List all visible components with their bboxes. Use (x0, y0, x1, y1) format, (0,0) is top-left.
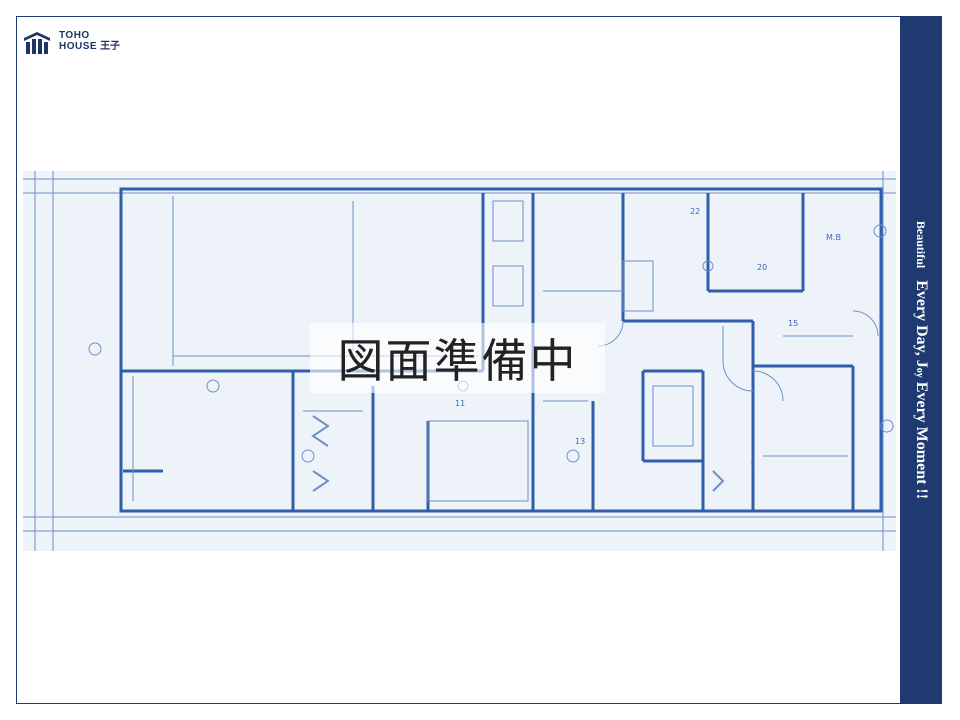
room-label: 20 (757, 263, 767, 272)
room-label: 13 (575, 437, 585, 446)
plan-pending-overlay: 図面準備中 (310, 323, 605, 393)
room-label: 7 (750, 461, 755, 470)
brand-line1: TOHO (59, 30, 90, 41)
room-label: 11 (455, 399, 465, 408)
room-label: 15 (788, 319, 798, 328)
tagline-word1: Beautiful (914, 220, 928, 269)
brand-line2: HOUSE (59, 41, 98, 52)
sidebar-band (900, 16, 942, 704)
tagline-oy: oy (914, 367, 925, 378)
room-label: 22 (690, 207, 700, 216)
brand-branch: 王子 (100, 41, 121, 52)
plan-pending-label: 図面準備中 (337, 334, 578, 388)
toho-logo-icon (24, 32, 50, 54)
sidebar-tagline: BeautifulEvery Day, Joy Every Moment !! (912, 221, 930, 499)
tagline-part3: Every Moment !! (913, 377, 930, 500)
tagline-part2: Every Day, J (913, 280, 930, 368)
room-label: M.B (826, 233, 841, 242)
